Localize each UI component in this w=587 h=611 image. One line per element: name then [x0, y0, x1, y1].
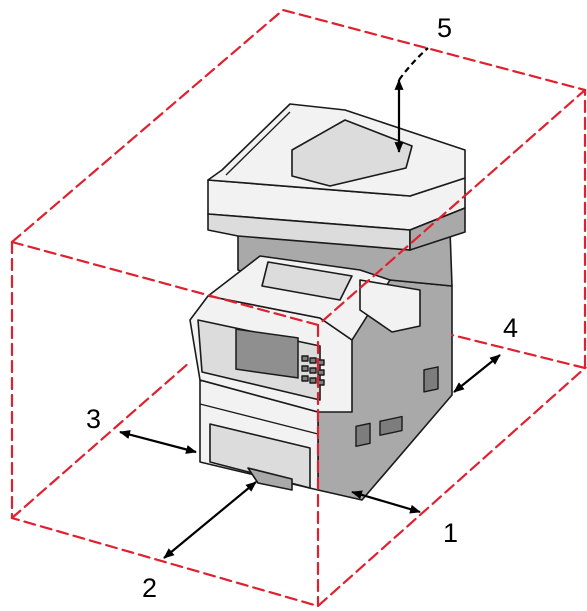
- arrow-5-leader: [398, 47, 429, 81]
- arrow-3: [119, 430, 197, 454]
- clearance-box-back: [10, 8, 587, 520]
- callout-1: 1: [443, 518, 458, 548]
- arrow-4: [453, 354, 501, 393]
- clearance-box-front: [10, 88, 587, 608]
- callout-2: 2: [142, 573, 157, 603]
- callout-3: 3: [86, 404, 101, 434]
- callout-4: 4: [503, 313, 518, 343]
- callout-labels: 1 2 3 4 5: [86, 13, 518, 603]
- keypad: [301, 355, 325, 386]
- callout-5: 5: [437, 13, 452, 43]
- arrow-2: [163, 481, 257, 559]
- display-screen: [235, 328, 299, 379]
- arrow-1: [351, 490, 421, 514]
- clearance-arrows: [119, 47, 501, 559]
- side-vents: [355, 366, 439, 448]
